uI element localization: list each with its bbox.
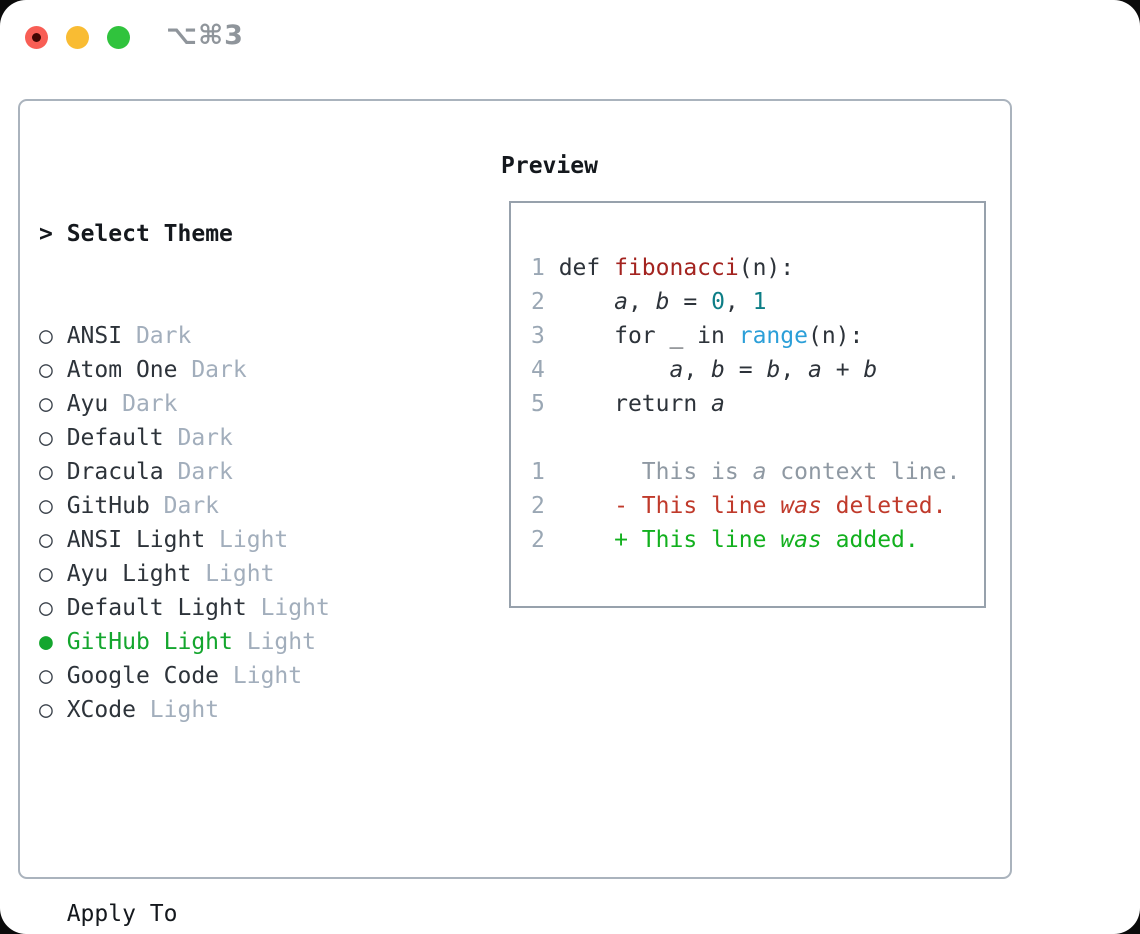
- theme-list: ○ ANSI Dark○ Atom One Dark○ Ayu Dark○ De…: [39, 319, 427, 727]
- theme-variant: Dark: [163, 425, 233, 451]
- theme-variant: Light: [191, 561, 275, 587]
- diff-deleted-line: 2 - This line was deleted.: [531, 493, 947, 519]
- theme-variant: Dark: [108, 391, 178, 417]
- theme-name: ANSI: [52, 323, 123, 349]
- theme-variant: Light: [232, 629, 316, 655]
- theme-name: GitHub Light: [52, 629, 233, 655]
- radio-icon: ○: [39, 391, 53, 417]
- theme-option-default[interactable]: ○ Default Dark: [39, 421, 427, 455]
- theme-name: Dracula: [52, 459, 164, 485]
- line-number: 2: [531, 289, 559, 315]
- theme-variant: Light: [135, 697, 220, 723]
- radio-icon: ○: [39, 561, 53, 587]
- preview-code: 1 def fibonacci(n): 2 a, b = 0, 1 3 for _ …: [511, 203, 984, 557]
- theme-option-github[interactable]: ○ GitHub Dark: [39, 489, 427, 523]
- code-line: 3 for _ in range(n):: [531, 323, 864, 349]
- theme-name: Google Code: [52, 663, 220, 689]
- line-number: 1: [531, 459, 559, 485]
- theme-variant: Light: [246, 595, 330, 621]
- theme-name: ANSI Light: [52, 527, 206, 553]
- radio-icon: ○: [39, 595, 53, 621]
- code-line: 4 a, b = b, a + b: [531, 357, 878, 383]
- theme-name: Default: [52, 425, 164, 451]
- diff-context-line: 1 This is a context line.: [531, 459, 961, 485]
- theme-name: Default Light: [52, 595, 247, 621]
- line-number: 3: [531, 323, 559, 349]
- code-line: 1 def fibonacci(n):: [531, 255, 795, 281]
- prompt-caret-icon: >: [39, 221, 53, 247]
- theme-option-xcode[interactable]: ○ XCode Light: [39, 693, 427, 727]
- code-line: 2 a, b = 0, 1: [531, 289, 767, 315]
- theme-option-ayu-light[interactable]: ○ Ayu Light Light: [39, 557, 427, 591]
- select-theme-header: > Select Theme: [39, 217, 427, 251]
- radio-icon: ○: [39, 663, 53, 689]
- theme-name: Atom One: [52, 357, 178, 383]
- theme-name: XCode: [52, 697, 136, 723]
- radio-icon: ○: [39, 323, 53, 349]
- select-theme-title: Select Theme: [66, 221, 233, 247]
- preview-header: Preview: [501, 153, 598, 179]
- theme-option-github-light[interactable]: ● GitHub Light Light: [39, 625, 427, 659]
- diff-added-line: 2 + This line was added.: [531, 527, 919, 553]
- apply-to-header: Apply To: [66, 901, 178, 927]
- theme-option-default-light[interactable]: ○ Default Light Light: [39, 591, 427, 625]
- line-number: 4: [531, 357, 559, 383]
- theme-variant: Dark: [177, 357, 247, 383]
- line-number: 2: [531, 493, 559, 519]
- preview-box: 1 def fibonacci(n): 2 a, b = 0, 1 3 for _ …: [509, 201, 986, 608]
- theme-name: GitHub: [52, 493, 150, 519]
- theme-option-ansi-light[interactable]: ○ ANSI Light Light: [39, 523, 427, 557]
- radio-icon: ○: [39, 425, 53, 451]
- spacer: [39, 795, 427, 829]
- theme-variant: Light: [219, 663, 303, 689]
- radio-icon: ○: [39, 459, 53, 485]
- theme-option-ansi[interactable]: ○ ANSI Dark: [39, 319, 427, 353]
- theme-name: Ayu Light: [52, 561, 192, 587]
- theme-name: Ayu: [52, 391, 109, 417]
- theme-variant: Light: [205, 527, 289, 553]
- theme-selector-column: > Select Theme ○ ANSI Dark○ Atom One Dar…: [39, 149, 427, 934]
- close-button[interactable]: [25, 26, 48, 49]
- theme-option-ayu[interactable]: ○ Ayu Dark: [39, 387, 427, 421]
- radio-selected-icon: ●: [39, 629, 53, 655]
- line-number: 2: [531, 527, 559, 553]
- theme-option-atom-one[interactable]: ○ Atom One Dark: [39, 353, 427, 387]
- theme-variant: Dark: [149, 493, 220, 519]
- radio-icon: ○: [39, 527, 53, 553]
- theme-picker-panel: > Select Theme ○ ANSI Dark○ Atom One Dar…: [18, 99, 1012, 927]
- theme-option-dracula[interactable]: ○ Dracula Dark: [39, 455, 427, 489]
- line-number: 1: [531, 255, 559, 281]
- maximize-button[interactable]: [107, 26, 130, 49]
- theme-variant: Dark: [163, 459, 233, 485]
- line-number: 5: [531, 391, 559, 417]
- radio-icon: ○: [39, 697, 53, 723]
- theme-variant: Dark: [122, 323, 192, 349]
- radio-icon: ○: [39, 493, 53, 519]
- window-title-shortcut: ⌥⌘3: [166, 20, 244, 51]
- close-dot-icon: [32, 33, 41, 42]
- radio-icon: ○: [39, 357, 53, 383]
- theme-option-google-code[interactable]: ○ Google Code Light: [39, 659, 427, 693]
- code-line: 5 return a: [531, 391, 725, 417]
- blank-line: [531, 421, 984, 455]
- minimize-button[interactable]: [66, 26, 89, 49]
